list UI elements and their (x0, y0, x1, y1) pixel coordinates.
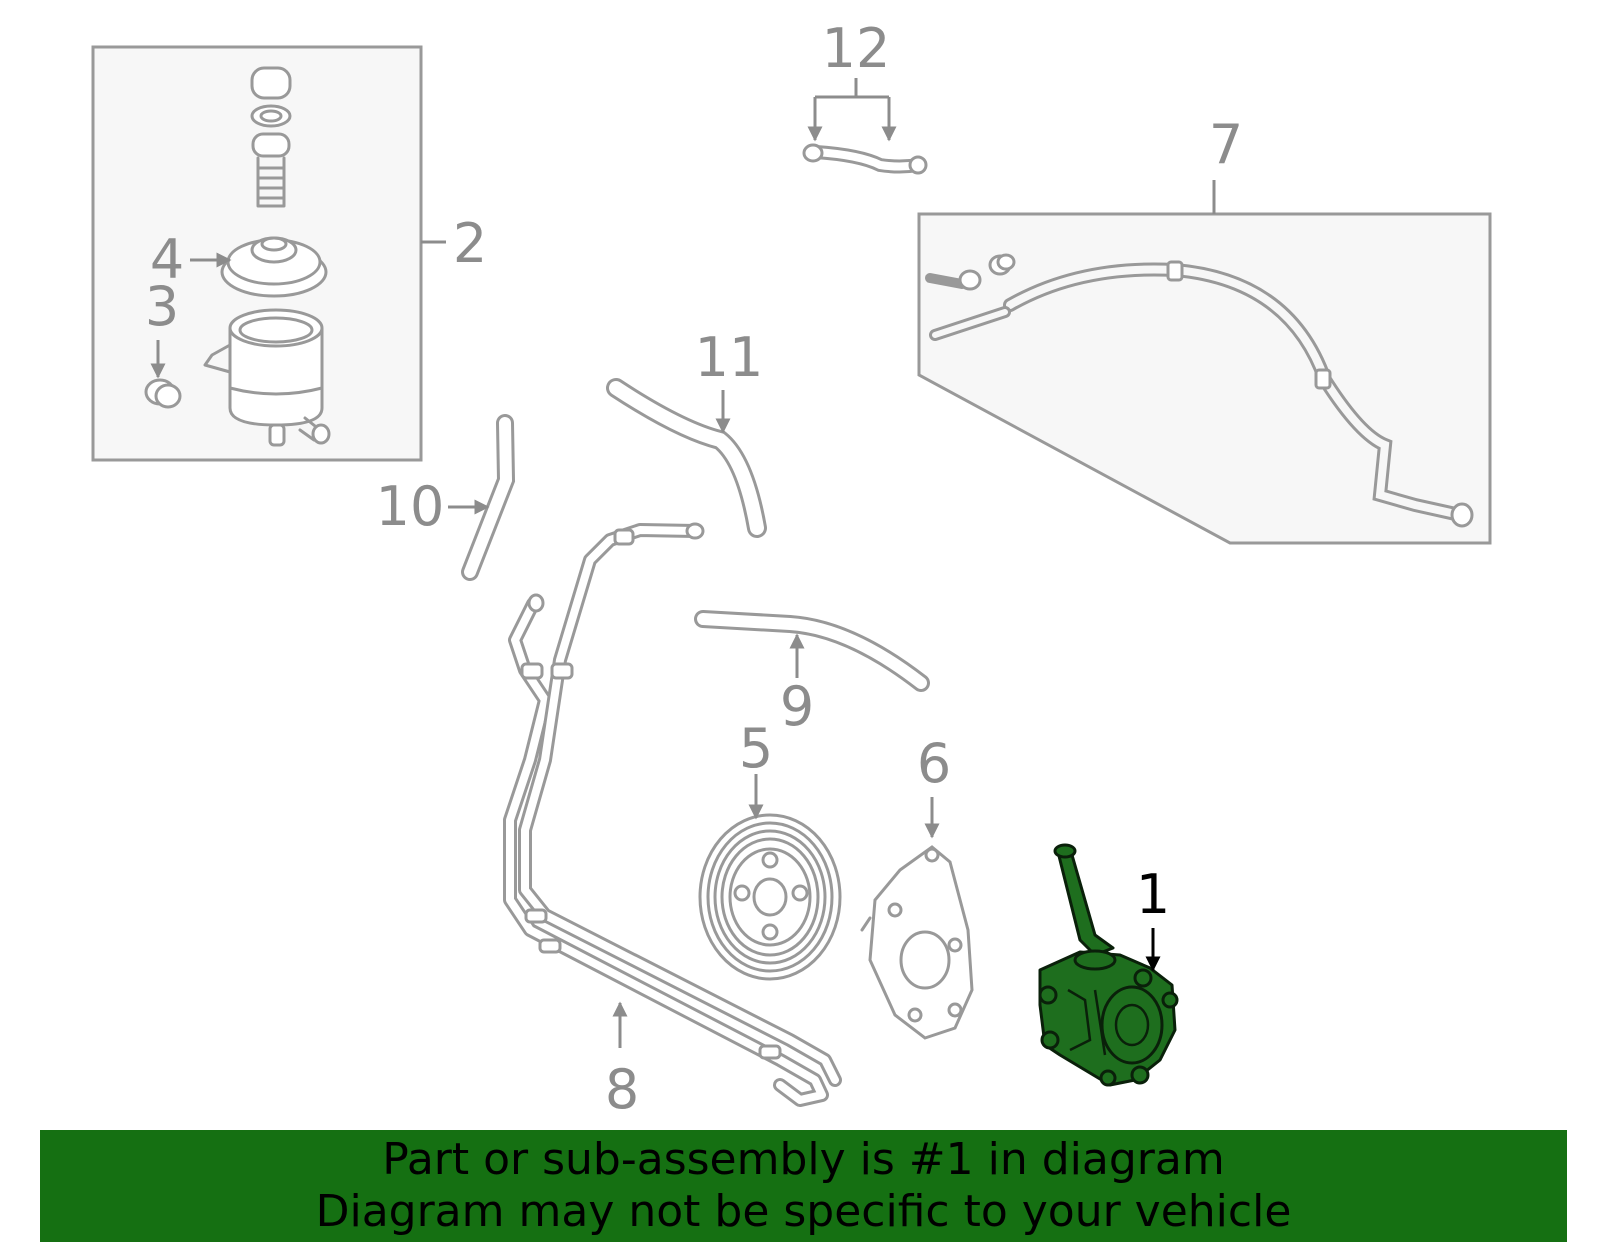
pressure-hose-box (917, 180, 1492, 545)
reservoir-cap-stack (250, 66, 292, 208)
power-steering-pump (1038, 843, 1179, 1087)
callout-7: 7 (1209, 113, 1243, 176)
callout-9: 9 (780, 675, 814, 738)
callout-12: 12 (822, 17, 891, 80)
reservoir-tank (203, 308, 331, 447)
pressure-hose (925, 253, 1474, 528)
callout-6: 6 (917, 732, 951, 795)
info-banner: Part or sub-assembly is #1 in diagram Di… (40, 1130, 1567, 1242)
callout-3: 3 (145, 275, 179, 338)
callout-2: 2 (453, 212, 487, 275)
pump-bracket (860, 845, 974, 1040)
callout-10: 10 (376, 475, 445, 538)
hose-9 (694, 610, 930, 692)
hose-12 (802, 143, 928, 175)
banner-line-2: Diagram may not be specific to your vehi… (315, 1186, 1292, 1237)
pulley (698, 813, 842, 981)
leader-12-bracket (813, 78, 891, 137)
banner-line-1: Part or sub-assembly is #1 in diagram (382, 1134, 1225, 1185)
callout-8: 8 (605, 1058, 639, 1121)
callout-5: 5 (739, 717, 773, 780)
callout-11: 11 (695, 326, 764, 389)
callout-4: 4 (150, 228, 184, 291)
callout-1: 1 (1136, 863, 1170, 926)
clip-part (144, 378, 182, 409)
hose-10 (461, 414, 516, 581)
hose-11 (606, 378, 767, 538)
cooler-lines (503, 522, 842, 1107)
